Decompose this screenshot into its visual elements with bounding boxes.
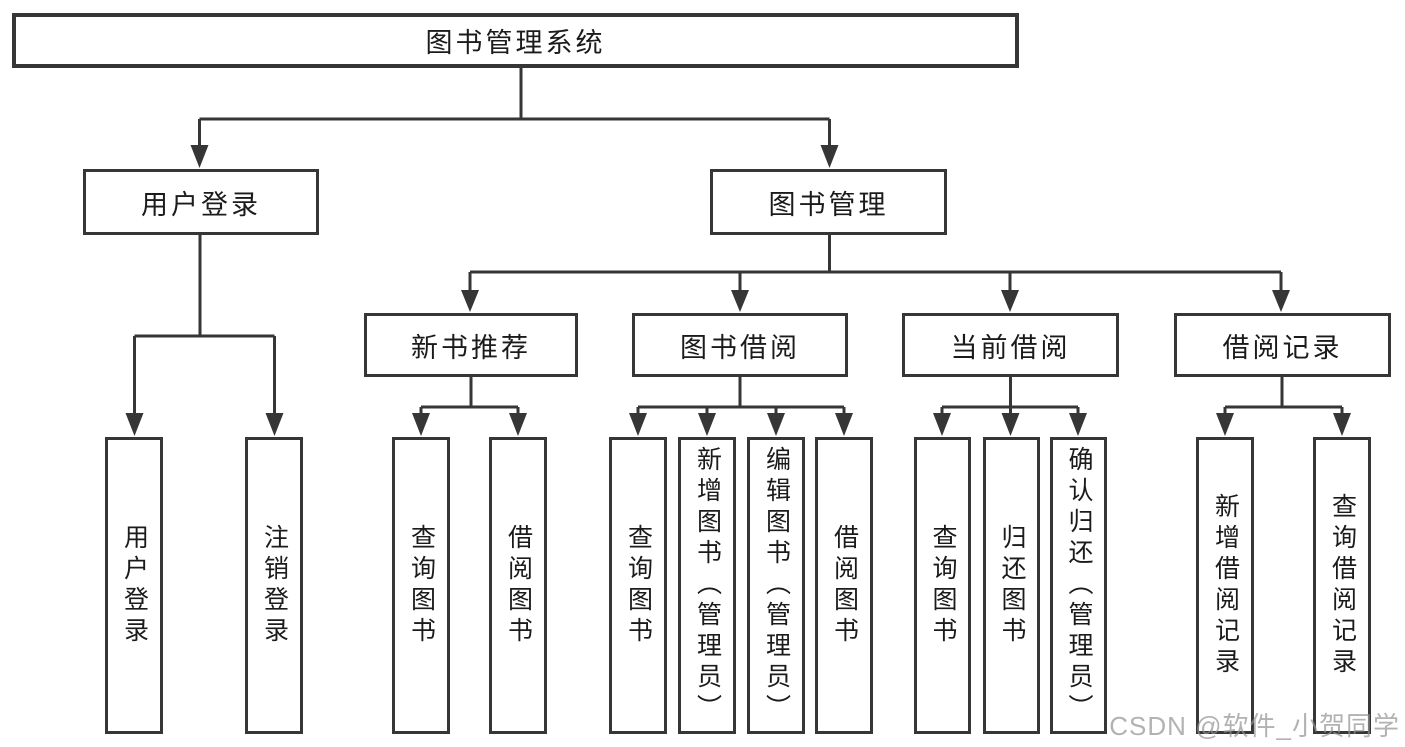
leaf-login-logout: 注销登录 <box>245 437 303 734</box>
node-current-borrow-label: 当前借阅 <box>950 332 1071 363</box>
leaf-nbr-borrow: 借阅图书 <box>489 437 547 734</box>
node-book-borrow-label: 图书借阅 <box>680 332 800 363</box>
leaf-bb-query-label: 查询图书 <box>624 523 653 648</box>
arrowheads-current-borrow-split <box>933 413 1087 436</box>
connector-book-mgmt-split <box>468 235 1283 291</box>
connector-user-login-split <box>133 235 276 415</box>
leaf-cb-query: 查询图书 <box>914 437 971 734</box>
connector-borrow-records-split <box>1223 377 1344 414</box>
leaf-cb-return: 归还图书 <box>983 437 1040 734</box>
node-book-mgmt: 图书管理 <box>710 169 947 235</box>
leaf-login-user-label: 用户登录 <box>120 523 149 648</box>
csdn-watermark: CSDN @软件_小贺同学 <box>1109 711 1400 741</box>
leaf-bb-edit-label: 编辑图书（管理员） <box>762 446 791 725</box>
node-new-book-rec: 新书推荐 <box>364 313 578 377</box>
node-root: 图书管理系统 <box>12 13 1019 68</box>
leaf-br-query-label: 查询借阅记录 <box>1328 492 1357 679</box>
arrowheads-book-mgmt-split <box>461 290 1290 312</box>
leaf-nbr-query: 查询图书 <box>392 437 450 734</box>
leaf-login-user: 用户登录 <box>105 437 163 734</box>
connector-root-split <box>198 67 831 147</box>
node-current-borrow: 当前借阅 <box>902 313 1119 377</box>
leaf-cb-confirm-label: 确认归还（管理员） <box>1065 446 1093 725</box>
arrowheads-root-split <box>190 145 839 168</box>
node-user-login: 用户登录 <box>83 169 319 235</box>
arrowheads-book-borrow-split <box>629 413 853 436</box>
leaf-br-add: 新增借阅记录 <box>1196 437 1254 734</box>
leaf-br-query: 查询借阅记录 <box>1313 437 1371 734</box>
node-root-label: 图书管理系统 <box>425 28 606 58</box>
arrowheads-new-book-rec-split <box>412 413 527 436</box>
leaf-cb-confirm: 确认归还（管理员） <box>1050 437 1107 734</box>
connector-book-borrow-split <box>636 377 846 414</box>
connector-new-book-rec-split <box>419 377 520 414</box>
node-book-mgmt-label: 图书管理 <box>768 189 889 220</box>
leaf-br-add-label: 新增借阅记录 <box>1211 492 1240 679</box>
leaf-login-logout-label: 注销登录 <box>260 523 289 648</box>
node-user-login-label: 用户登录 <box>141 189 261 220</box>
node-new-book-rec-label: 新书推荐 <box>411 332 531 363</box>
leaf-nbr-borrow-label: 借阅图书 <box>504 523 533 648</box>
arrowheads-borrow-records-split <box>1216 413 1351 436</box>
arrowheads-user-login-split <box>125 413 284 436</box>
leaf-nbr-query-label: 查询图书 <box>407 523 436 648</box>
node-borrow-records: 借阅记录 <box>1174 313 1391 377</box>
leaf-bb-borrow-label: 借阅图书 <box>830 523 859 648</box>
leaf-cb-query-label: 查询图书 <box>929 523 957 648</box>
leaf-bb-borrow: 借阅图书 <box>815 437 873 734</box>
leaf-bb-query: 查询图书 <box>609 437 667 734</box>
node-borrow-records-label: 借阅记录 <box>1222 332 1343 363</box>
leaf-bb-add-label: 新增图书（管理员） <box>693 446 722 725</box>
leaf-cb-return-label: 归还图书 <box>998 523 1026 648</box>
node-book-borrow: 图书借阅 <box>632 313 848 377</box>
leaf-bb-add: 新增图书（管理员） <box>678 437 736 734</box>
leaf-bb-edit: 编辑图书（管理员） <box>747 437 805 734</box>
connector-current-borrow-split <box>940 377 1080 414</box>
